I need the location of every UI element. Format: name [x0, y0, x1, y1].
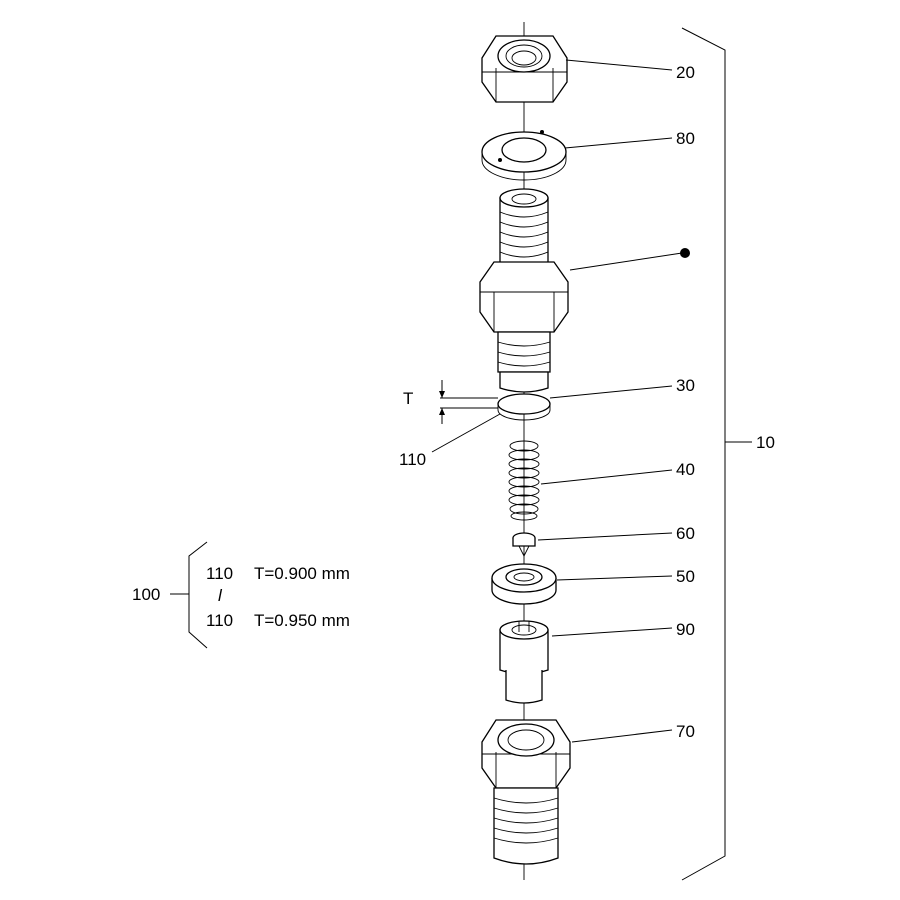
part-50-seat-ring [491, 563, 557, 605]
part-40-spring [508, 440, 540, 521]
leader-lines [431, 59, 683, 743]
part-90-body [499, 620, 549, 704]
callout-90: 90 [676, 620, 695, 639]
dimension-t-label: T [403, 389, 413, 408]
part-70-union-nut [481, 719, 571, 865]
callout-30: 30 [676, 376, 695, 395]
variant-bracket-100 [170, 541, 208, 649]
reference-dot [680, 248, 690, 258]
callout-80: 80 [676, 129, 695, 148]
variant-range-symbol: l [218, 586, 223, 605]
callout-10: 10 [756, 433, 775, 452]
assembly-bracket-10 [681, 27, 752, 881]
part-30-shim-disc [497, 393, 551, 421]
variant-row-2-part: 110 [206, 611, 233, 630]
callout-70: 70 [676, 722, 695, 741]
callout-60: 60 [676, 524, 695, 543]
callout-40: 40 [676, 460, 695, 479]
callout-20: 20 [676, 63, 695, 82]
part-80-washer [481, 130, 567, 181]
callout-110: 110 [399, 450, 426, 469]
valve-holder [479, 188, 569, 393]
part-60-valve [512, 532, 536, 558]
variant-row-2-spec: T=0.950 mm [254, 611, 350, 630]
variant-row-1-spec: T=0.900 mm [254, 564, 350, 583]
callout-50: 50 [676, 567, 695, 586]
part-20-hex-nut [481, 35, 568, 103]
variant-row-1-part: 110 [206, 564, 233, 583]
variant-group-label: 100 [132, 585, 160, 604]
dimension-t: T [403, 380, 498, 424]
